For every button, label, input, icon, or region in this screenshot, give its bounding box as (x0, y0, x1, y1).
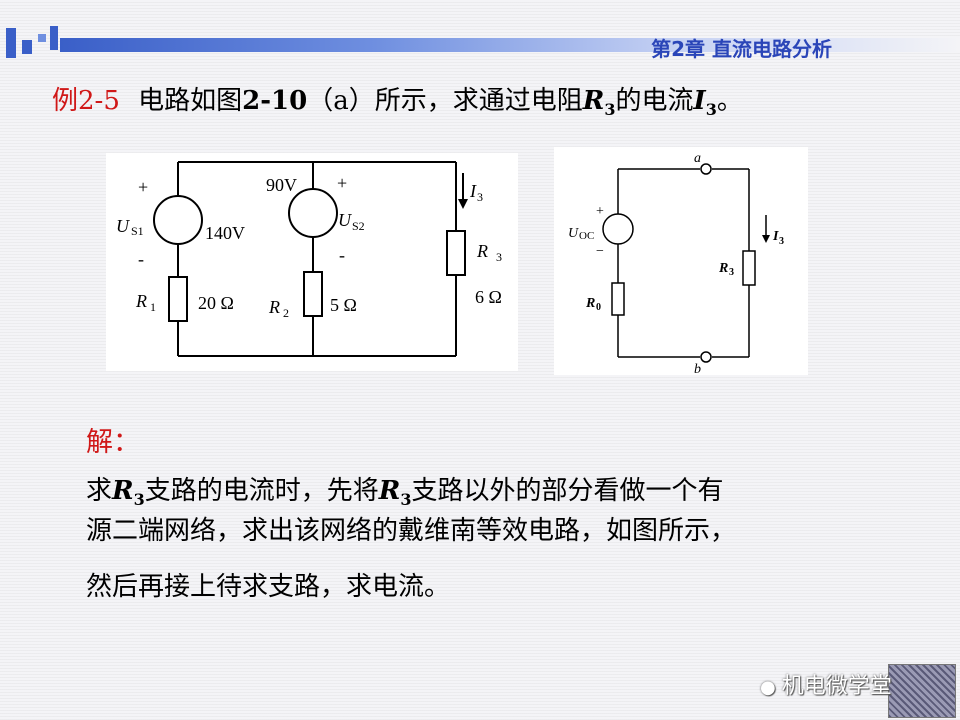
corner-square-2 (22, 40, 32, 54)
chapter-title: 第2章 直流电路分析 (651, 37, 832, 61)
us2-label: U (338, 210, 352, 230)
figure-number: 2-10 (242, 86, 308, 116)
circuit-diagram-a: + - U S1 140V 90V + U S2 - R 1 20 Ω R 2 … (106, 153, 518, 371)
circuit-a-svg: + - U S1 140V 90V + U S2 - R 1 20 Ω R 2 … (116, 161, 502, 357)
r0-sub: 0 (596, 302, 601, 313)
terminal-b (700, 351, 712, 363)
solution-resistor-2: R (378, 476, 401, 506)
uoc-label: U (568, 226, 579, 241)
terminal-a-label: a (694, 151, 701, 166)
current-symbol: I (693, 86, 706, 116)
uoc-sub: OC (579, 230, 594, 242)
resistor-symbol: R (582, 86, 605, 116)
solution-text-1b: 支路的电流时，先将 (144, 476, 379, 506)
i3-sub: 3 (779, 236, 784, 247)
solution-text-1a: 求 (86, 476, 113, 506)
solution-text-1c: 支路以外的部分看做一个有 (411, 476, 724, 506)
r2-label: R (268, 297, 280, 317)
resistor-r3 (742, 250, 756, 286)
terminal-a (700, 163, 712, 175)
r2-sub: 2 (283, 306, 289, 320)
circuit-b-svg: a b + − U OC R 0 R 3 I 3 (568, 151, 784, 377)
example-text-3: 的电流 (615, 86, 694, 116)
us1-plus: + (138, 177, 148, 197)
uoc-plus: + (596, 204, 604, 219)
r1-sub: 1 (150, 300, 156, 314)
uoc-minus: − (596, 244, 604, 259)
us1-value: 140V (205, 223, 245, 243)
corner-square-3 (38, 34, 46, 42)
current-subscript: 3 (705, 100, 717, 120)
source-uoc (602, 213, 634, 245)
solution-sub-2: 3 (400, 490, 412, 510)
r3-value: 6 Ω (475, 287, 502, 307)
solution-resistor-1: R (112, 476, 134, 506)
i3-label: I (469, 181, 477, 201)
us2-sub: S2 (352, 219, 365, 233)
r2-value: 5 Ω (330, 295, 357, 315)
example-statement: 例2-5 电路如图2-10（a）所示，求通过电阻R3的电流I3。 (52, 80, 743, 119)
watermark-pattern (888, 664, 956, 718)
us2-minus: - (339, 245, 345, 265)
i3-sub: 3 (477, 190, 483, 204)
circuit-diagram-b: a b + − U OC R 0 R 3 I 3 (554, 147, 808, 377)
i3-arrow-head (458, 199, 468, 209)
resistor-r0 (611, 282, 625, 316)
us1-minus: - (138, 249, 144, 269)
corner-square-1 (6, 28, 16, 58)
solution-paragraph-line-3: 然后再接上待求支路，求电流。 (86, 572, 451, 602)
wechat-icon: ● (760, 677, 776, 698)
r3-sub: 3 (729, 267, 734, 278)
resistor-r2 (303, 271, 323, 317)
us2-plus: + (337, 173, 347, 193)
solution-label: 解： (86, 427, 140, 458)
solution-paragraph-line-2: 源二端网络，求出该网络的戴维南等效电路，如图所示， (86, 516, 737, 546)
i3-label: I (772, 229, 779, 244)
header-bar (60, 38, 960, 52)
solution-paragraph-line-1: 求R3支路的电流时，先将R3支路以外的部分看做一个有 (86, 470, 724, 509)
example-number: 例2-5 (52, 86, 120, 116)
example-end: 。 (716, 86, 743, 116)
solution-sub-1: 3 (133, 490, 145, 510)
us1-label: U (116, 216, 130, 236)
us1-sub: S1 (131, 224, 144, 238)
r3-label: R (476, 241, 488, 261)
resistor-r3 (446, 230, 466, 276)
example-text-1: 电路如图 (138, 86, 243, 116)
watermark-text: ●机电微学堂 (760, 668, 892, 700)
r1-label: R (135, 291, 147, 311)
watermark-label: 机电微学堂 (781, 674, 892, 699)
example-text-2: （a）所示，求通过电阻 (307, 86, 583, 116)
r3-label: R (718, 261, 728, 276)
terminal-b-label: b (694, 362, 701, 375)
corner-square-4 (50, 26, 58, 50)
i3-arrow-head (762, 235, 770, 243)
us2-value: 90V (266, 175, 297, 195)
resistor-subscript: 3 (604, 100, 616, 120)
r1-value: 20 Ω (198, 293, 234, 313)
r0-label: R (585, 296, 595, 311)
r3-sub: 3 (496, 250, 502, 264)
resistor-r1 (168, 276, 188, 322)
source-us2 (288, 188, 338, 238)
source-us1 (153, 195, 203, 245)
